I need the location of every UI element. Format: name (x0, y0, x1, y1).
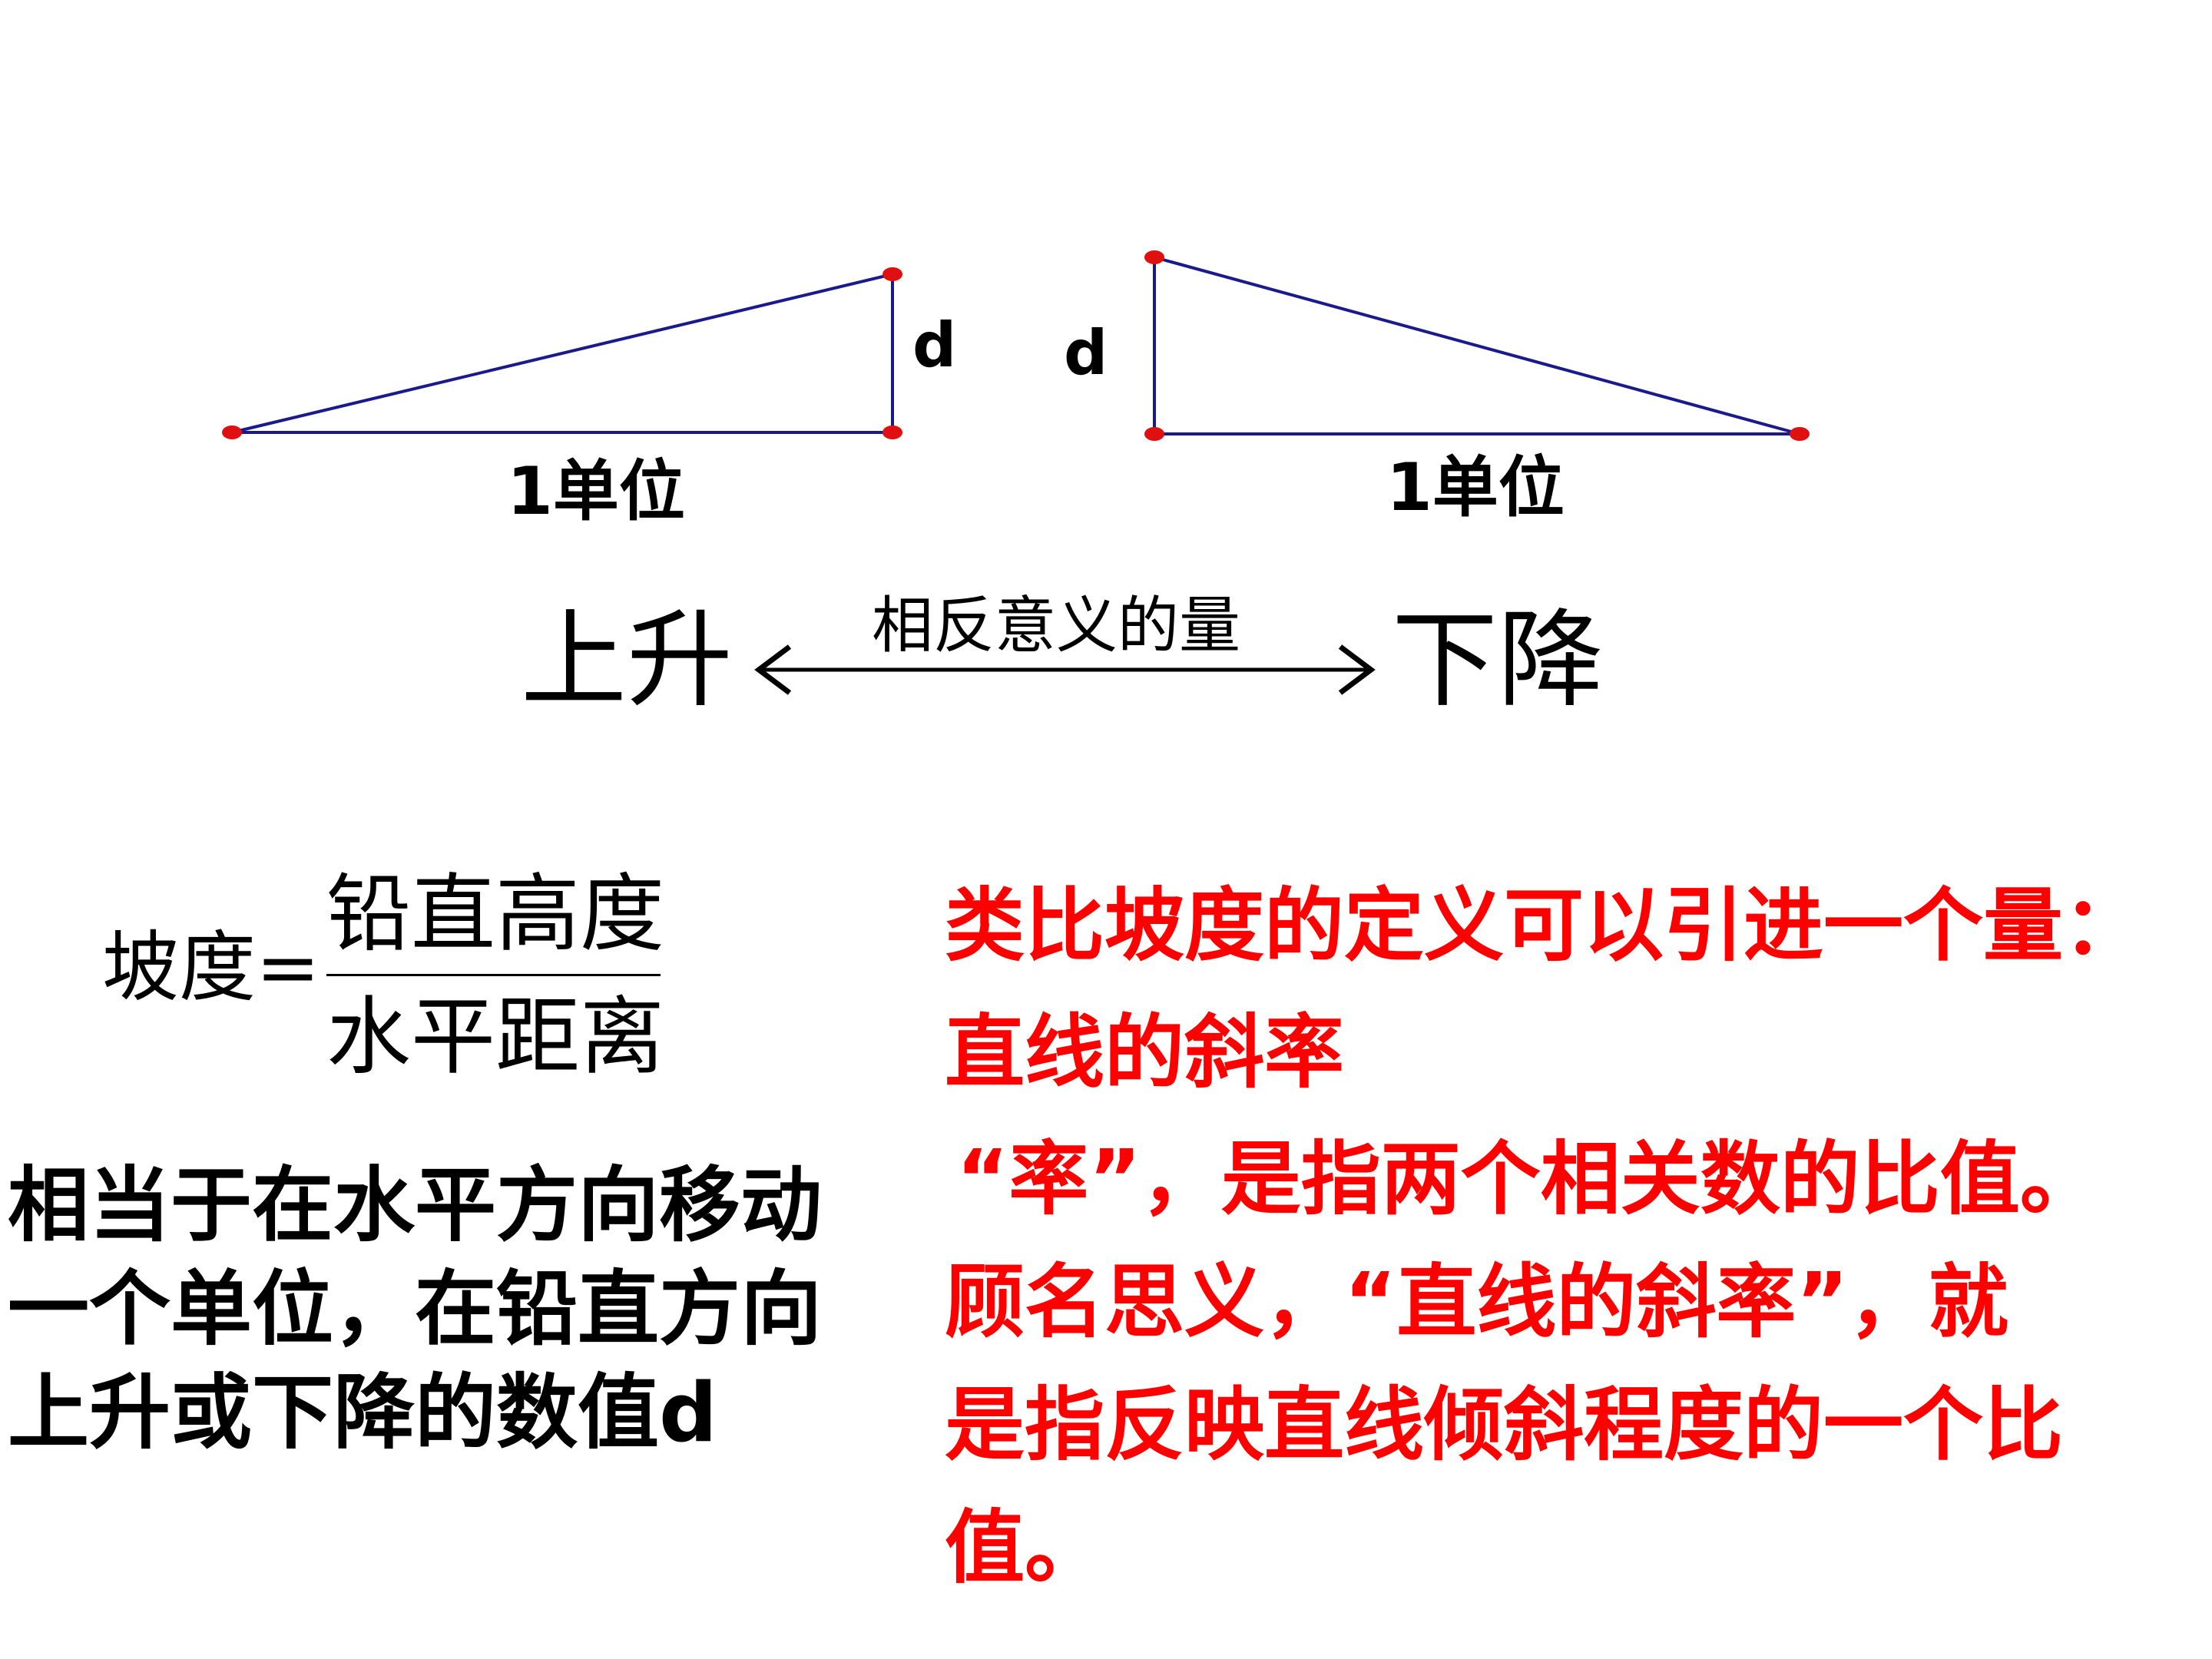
arrow-left-head (754, 644, 792, 695)
formula-denominator: 水平距离 (326, 988, 664, 1086)
triangle-diagram (222, 250, 1810, 695)
fraction-bar (326, 974, 661, 976)
left-base-label: 1单位 (507, 453, 685, 530)
right-base-label: 1单位 (1386, 449, 1565, 526)
right-point-b (1144, 427, 1164, 441)
arrow-right-head (1338, 644, 1376, 695)
definition-line: 直线的斜率 (945, 1005, 1345, 1099)
right-point-a (1144, 250, 1164, 264)
definition-line: 顾名思义，“直线的斜率”，就 (945, 1255, 2008, 1349)
fall-label: 下降 (1392, 598, 1604, 722)
explanation-line: 相当于在水平方向移动 (8, 1158, 822, 1253)
left-hypotenuse (231, 273, 893, 434)
left-point-a (222, 426, 242, 439)
formula-numerator: 铅直高度 (326, 865, 664, 963)
left-triangle (222, 267, 902, 439)
right-height-label: d (1064, 317, 1108, 389)
definition-line: 是指反映直线倾斜程度的一个比 (945, 1378, 2064, 1472)
definition-line: “率”，是指两个相关数的比值。 (956, 1132, 2100, 1226)
arrow-label: 相反意义的量 (872, 590, 1240, 661)
explanation-line: 一个单位，在铅直方向 (8, 1262, 822, 1356)
left-point-b (882, 267, 902, 281)
right-hypotenuse (1154, 256, 1800, 435)
left-point-c (882, 426, 902, 439)
definition-line: 类比坡度的定义可以引进一个量： (945, 879, 2144, 972)
double-arrow (754, 644, 1376, 695)
rise-label: 上升 (521, 598, 733, 722)
definition-line: 值。 (945, 1501, 1105, 1594)
formula-lhs: 坡度= (102, 922, 320, 1012)
left-height-label: d (912, 310, 957, 381)
right-point-c (1790, 427, 1810, 441)
explanation-line: 上升或下降的数值d (8, 1366, 717, 1460)
right-triangle (1144, 250, 1810, 441)
